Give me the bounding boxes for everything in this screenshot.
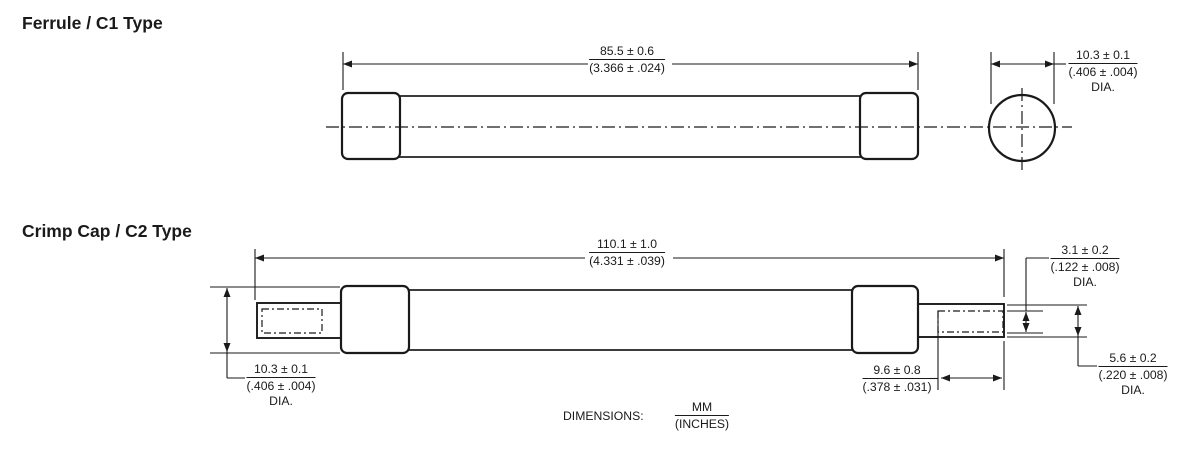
- crimp-left-cap: [339, 284, 411, 355]
- dimension-mm: 85.5 ± 0.6: [589, 44, 665, 61]
- dimension-inches: (.122 ± .008): [1050, 260, 1120, 275]
- crimp-right-lead: [917, 303, 1005, 338]
- dimension-inches: (4.331 ± .039): [589, 254, 665, 269]
- dimensions-label: DIMENSIONS:: [563, 409, 644, 423]
- crimp-drawing: [210, 249, 1097, 390]
- dimension-mm: 5.6 ± 0.2: [1098, 351, 1168, 368]
- dimension-inches: (.406 ± .004): [1068, 65, 1138, 80]
- ferrule-length-label: 85.5 ± 0.6 (3.366 ± .024): [589, 44, 665, 75]
- ferrule-right-cap: [858, 91, 920, 161]
- crimp-body-outline: [407, 289, 854, 351]
- units-inches: (INCHES): [674, 417, 730, 432]
- crimp-length-dimension: [254, 249, 1005, 300]
- dimension-inches: (.220 ± .008): [1098, 368, 1168, 383]
- diameter-suffix: DIA.: [1121, 383, 1145, 398]
- ferrule-drawing: [326, 52, 1072, 170]
- diameter-suffix: DIA.: [269, 394, 293, 409]
- crimp-cap-diameter-dimension: [210, 286, 340, 379]
- dimension-inches: (.406 ± .004): [246, 379, 316, 394]
- lead-diameter-label: 5.6 ± 0.2 (.220 ± .008) DIA.: [1098, 351, 1168, 398]
- ferrule-diameter-label: 10.3 ± 0.1 (.406 ± .004) DIA.: [1068, 48, 1138, 95]
- units-mm: MM: [674, 400, 730, 417]
- dimension-mm: 10.3 ± 0.1: [1068, 48, 1138, 65]
- dimension-inches: (3.366 ± .024): [589, 61, 665, 76]
- section-title-crimp: Crimp Cap / C2 Type: [22, 221, 192, 241]
- crimp-inner-diameter-label: 3.1 ± 0.2 (.122 ± .008) DIA.: [1050, 243, 1120, 290]
- section-title-ferrule: Ferrule / C1 Type: [22, 13, 163, 33]
- dimension-mm: 110.1 ± 1.0: [589, 237, 665, 254]
- diameter-suffix: DIA.: [1073, 275, 1097, 290]
- crimp-cap-diameter-label: 10.3 ± 0.1 (.406 ± .004) DIA.: [246, 362, 316, 409]
- ferrule-left-cap: [340, 91, 402, 161]
- dimensions-units: MM (INCHES): [674, 400, 730, 432]
- dimension-inches: (.378 ± .031): [862, 380, 932, 395]
- crimp-zone-length-dimension: [930, 311, 1005, 390]
- ferrule-length-dimension: [342, 52, 919, 90]
- dimension-mm: 10.3 ± 0.1: [246, 362, 316, 379]
- lead-diameter-dimension: [1007, 304, 1097, 367]
- crimp-zone-length-label: 9.6 ± 0.8 (.378 ± .031): [862, 363, 932, 395]
- dimension-mm: 3.1 ± 0.2: [1050, 243, 1120, 260]
- ferrule-diameter-dimension: [990, 52, 1066, 104]
- crimp-length-label: 110.1 ± 1.0 (4.331 ± .039): [589, 237, 665, 268]
- dimension-mm: 9.6 ± 0.8: [862, 363, 932, 380]
- crimp-right-cap: [850, 284, 920, 355]
- left-crimp-zone-hidden-outline: [261, 308, 323, 334]
- diameter-suffix: DIA.: [1091, 80, 1115, 95]
- crimp-inner-diameter-dimension: [1007, 257, 1049, 334]
